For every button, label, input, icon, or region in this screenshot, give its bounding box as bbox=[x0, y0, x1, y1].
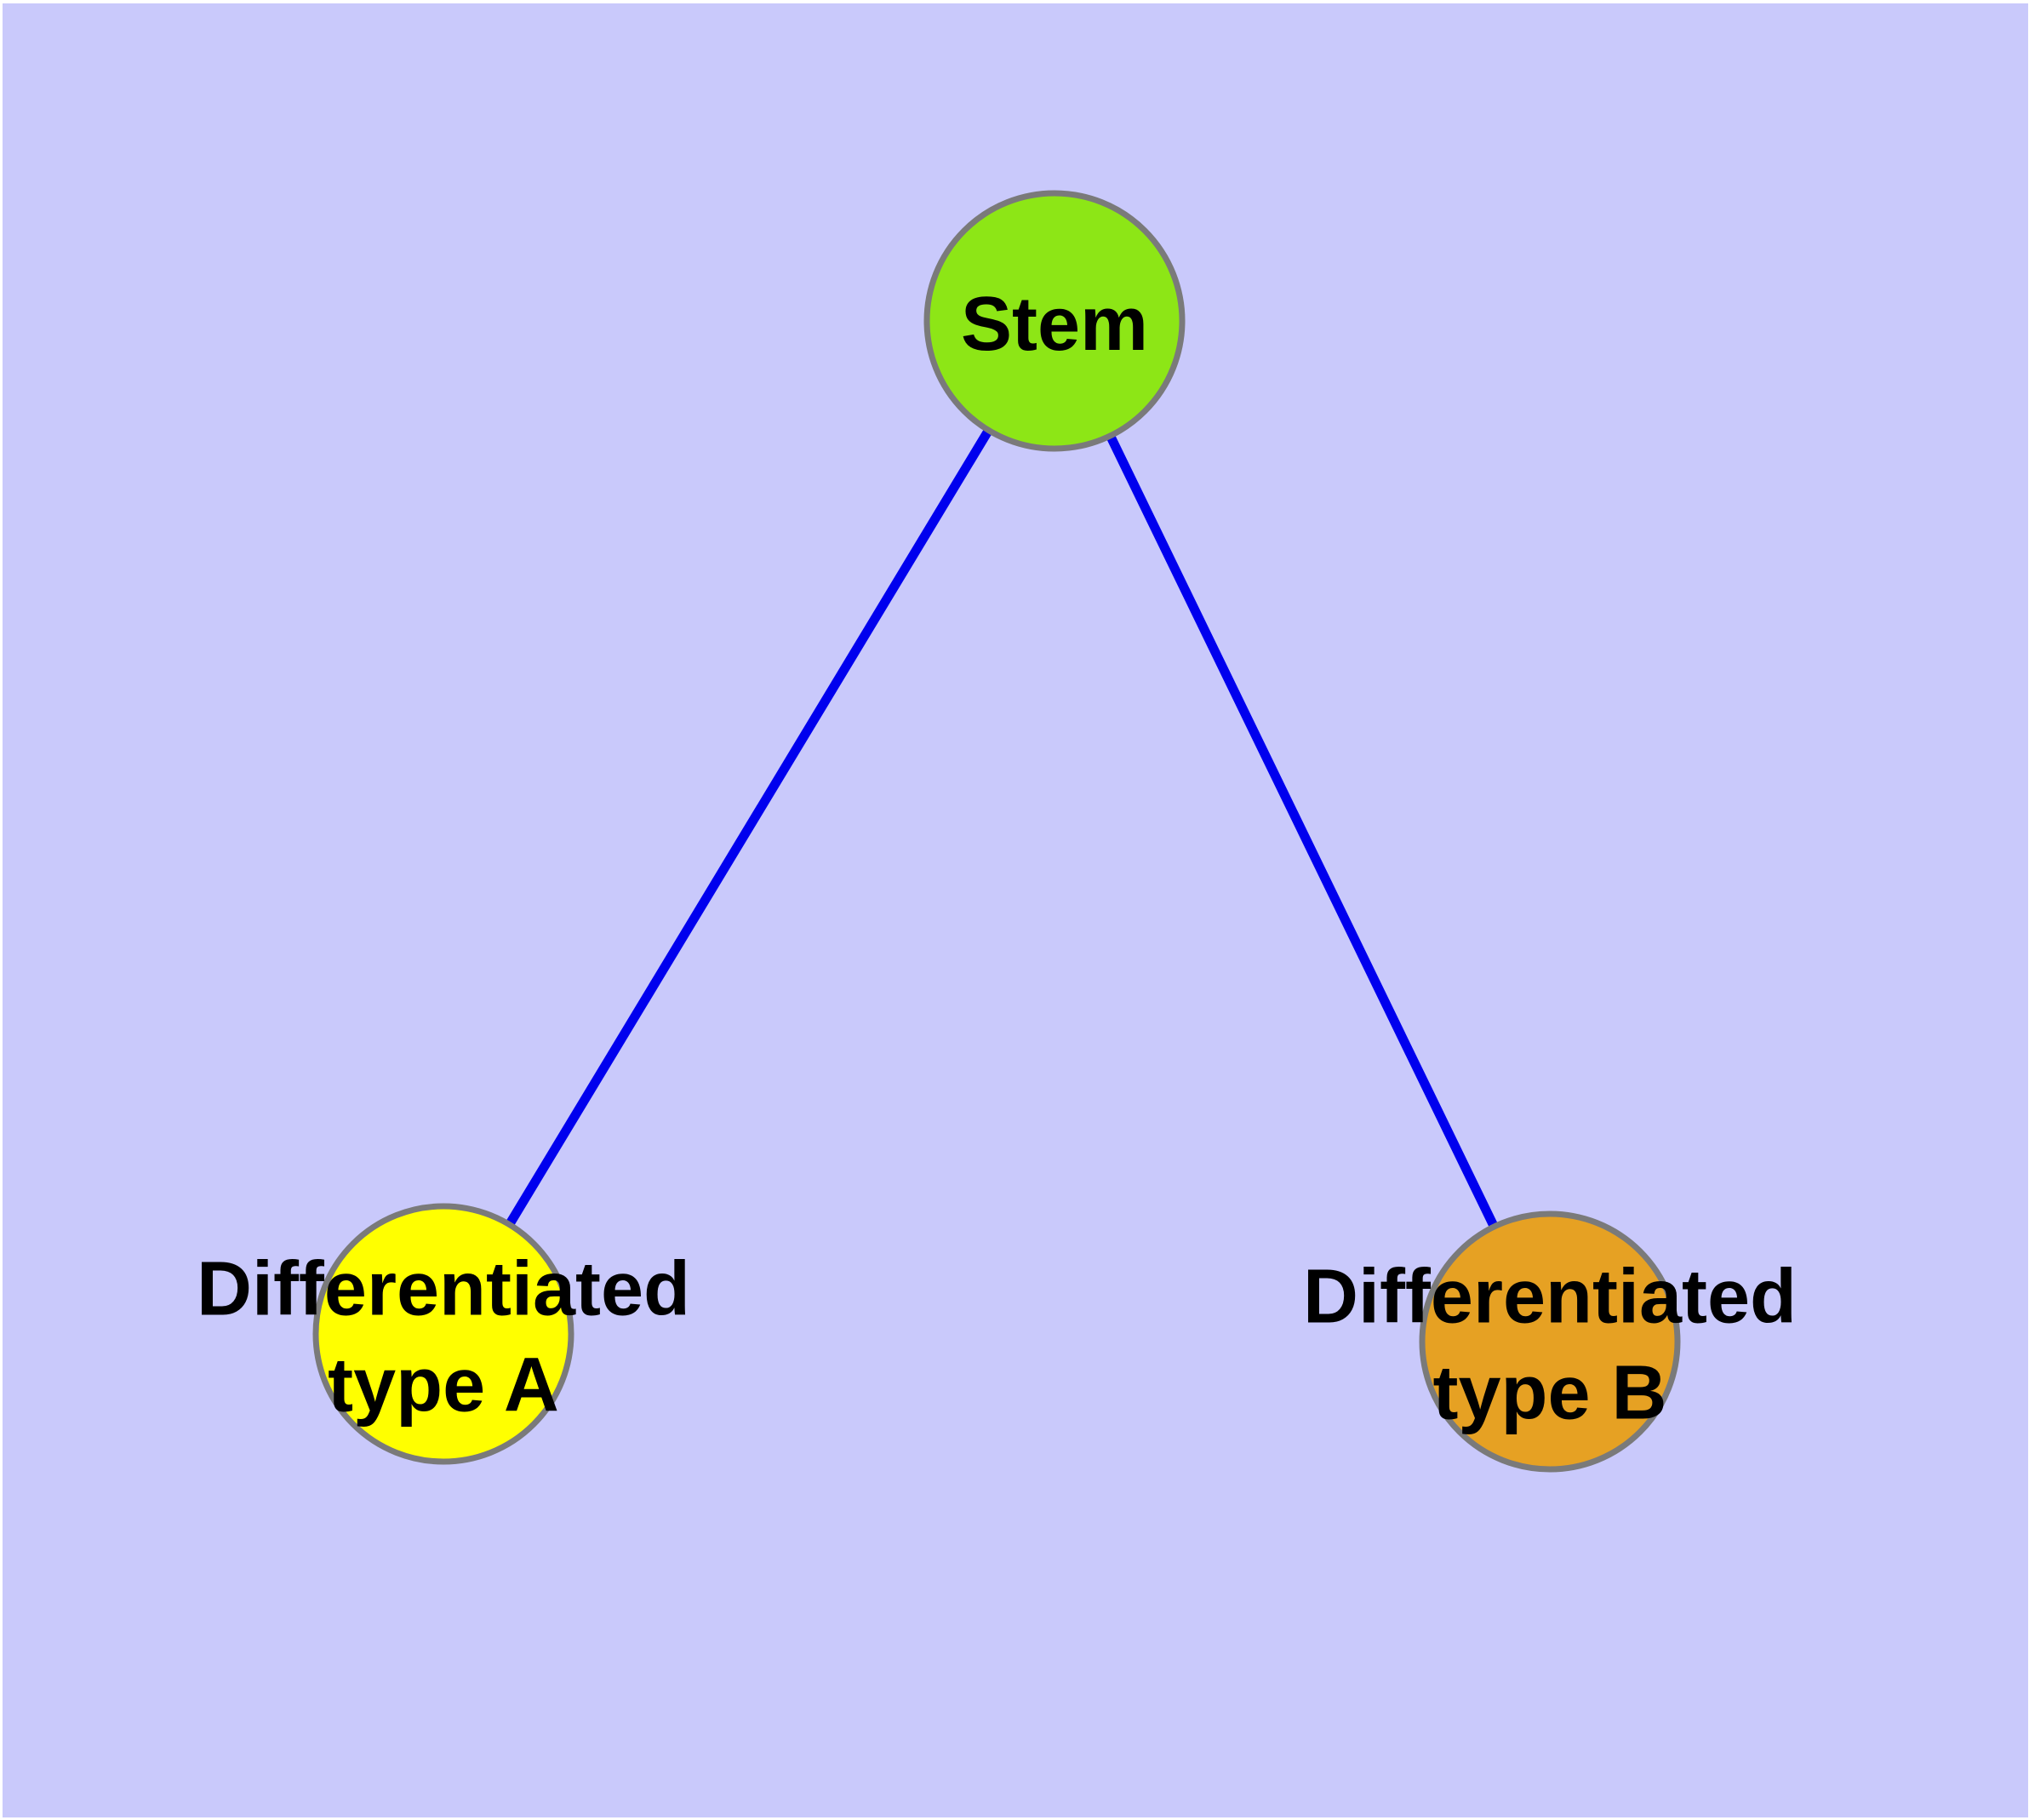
node-circle-stem bbox=[923, 190, 1186, 452]
node-circle-diff-a bbox=[312, 1203, 574, 1465]
node-label-line: type A bbox=[328, 1343, 559, 1428]
edge-stem-diff-a bbox=[506, 430, 992, 1225]
node-label-stem: Stem bbox=[961, 282, 1148, 367]
node-label-line: type B bbox=[1432, 1351, 1666, 1436]
node-stem: Stem bbox=[923, 190, 1186, 452]
node-label-line: Stem bbox=[961, 282, 1148, 367]
node-label-line: Differentiated bbox=[1303, 1255, 1797, 1340]
node-diff-a: Differentiated type A bbox=[197, 1203, 690, 1465]
node-diff-b: Differentiated type B bbox=[1303, 1210, 1797, 1473]
node-label-diff-b: Differentiated type B bbox=[1303, 1255, 1797, 1436]
node-circle-diff-b bbox=[1419, 1210, 1681, 1473]
edge-stem-diff-b bbox=[1106, 436, 1498, 1227]
node-label-diff-a: Differentiated type A bbox=[197, 1247, 690, 1428]
node-label-line: Differentiated bbox=[197, 1247, 690, 1332]
